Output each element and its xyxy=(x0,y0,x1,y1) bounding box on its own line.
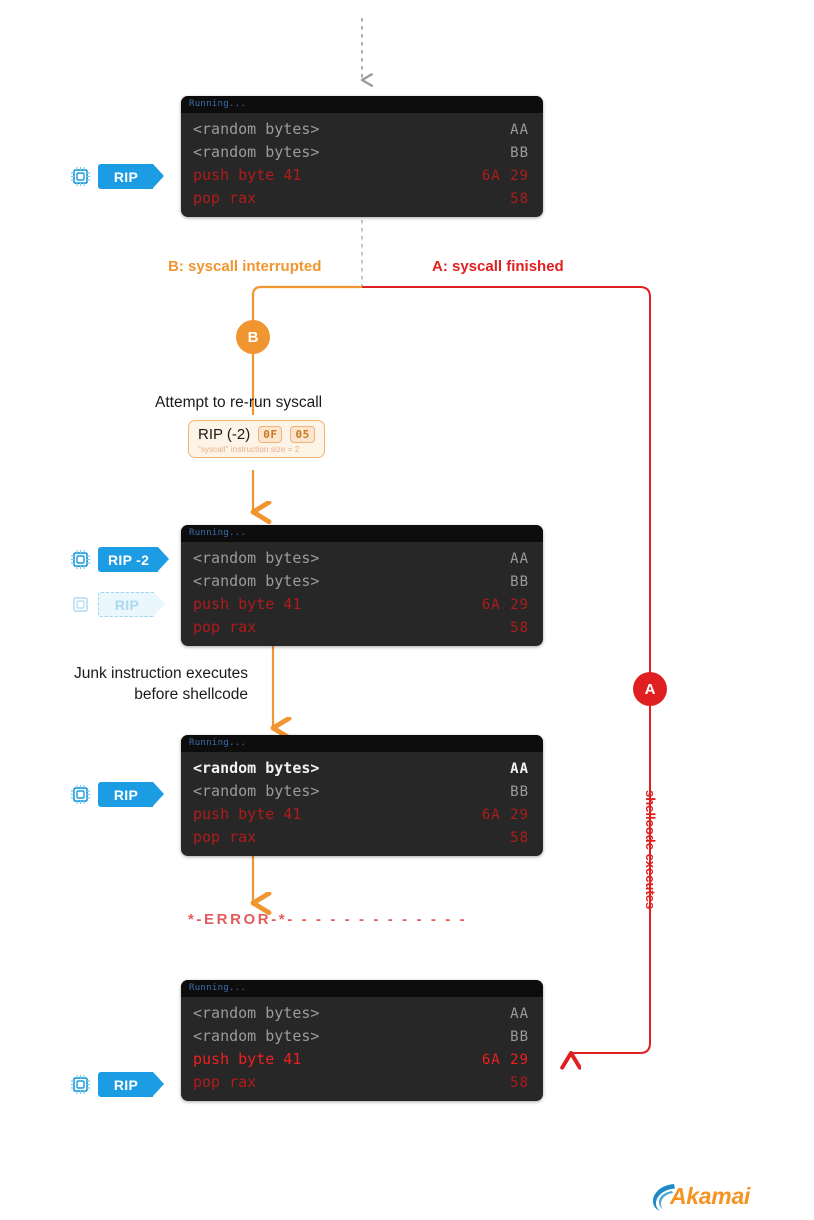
table-row: <random bytes> AA xyxy=(181,757,543,780)
rip-pointer-terminal-3: RIP xyxy=(70,782,164,807)
code-cell: <random bytes> xyxy=(193,1027,320,1045)
hex-cell: 58 xyxy=(510,620,529,636)
table-row: <random bytes> AA xyxy=(181,1002,543,1025)
rip-pointer-terminal-4: RIP xyxy=(70,1072,164,1097)
hex-cell: AA xyxy=(510,761,529,777)
note-rerun-syscall: Attempt to re-run syscall xyxy=(155,394,323,411)
code-cell: push byte 41 xyxy=(193,595,302,613)
hex-byte-1: 05 xyxy=(290,426,315,443)
table-row: pop rax 58 xyxy=(181,187,543,210)
hex-cell: BB xyxy=(510,784,529,800)
terminal-3-body: <random bytes> AA <random bytes> BB push… xyxy=(181,752,543,856)
hex-cell: 58 xyxy=(510,1075,529,1091)
cpu-chip-icon xyxy=(70,549,91,570)
terminal-1-body: <random bytes> AA <random bytes> BB push… xyxy=(181,113,543,217)
rip-pointer-terminal-2: RIP -2 xyxy=(70,547,170,572)
table-row: push byte 41 6A 29 xyxy=(181,803,543,826)
code-cell: <random bytes> xyxy=(193,120,320,138)
table-row: <random bytes> AA xyxy=(181,547,543,570)
note-junk-line2: before shellcode xyxy=(134,686,248,703)
hex-cell: AA xyxy=(510,551,529,567)
code-cell: <random bytes> xyxy=(193,572,320,590)
code-cell: <random bytes> xyxy=(193,549,320,567)
marker-a: A xyxy=(633,672,667,706)
terminal-window-2: Running... <random bytes> AA <random byt… xyxy=(181,525,543,646)
rip-badge: RIP xyxy=(98,164,164,189)
rip-callout-row: RIP (-2) 0F 05 xyxy=(198,426,315,443)
table-row: pop rax 58 xyxy=(181,616,543,639)
hex-cell: AA xyxy=(510,122,529,138)
rip-pointer-terminal-1: RIP xyxy=(70,164,164,189)
table-row: push byte 41 6A 29 xyxy=(181,1048,543,1071)
error-line: *-ERROR-*- - - - - - - - - - - - - xyxy=(188,911,468,928)
table-row: push byte 41 6A 29 xyxy=(181,164,543,187)
hex-cell: AA xyxy=(510,1006,529,1022)
table-row: <random bytes> BB xyxy=(181,780,543,803)
hex-byte-0: 0F xyxy=(258,426,283,443)
hex-cell: BB xyxy=(510,574,529,590)
branch-a-path xyxy=(362,286,651,1053)
terminal-1-title: Running... xyxy=(181,96,543,113)
branch-a-label: A: syscall finished xyxy=(432,258,564,275)
code-cell: <random bytes> xyxy=(193,782,320,800)
code-cell: <random bytes> xyxy=(193,759,320,777)
cpu-chip-icon xyxy=(70,784,91,805)
hex-cell: 58 xyxy=(510,191,529,207)
code-cell: pop rax xyxy=(193,189,257,207)
terminal-2-body: <random bytes> AA <random bytes> BB push… xyxy=(181,542,543,646)
table-row: <random bytes> AA xyxy=(181,118,543,141)
cpu-chip-icon xyxy=(70,166,91,187)
code-cell: <random bytes> xyxy=(193,143,320,161)
rip-callout-caption: "syscall" instruction size = 2 xyxy=(198,445,300,454)
terminal-3-title: Running... xyxy=(181,735,543,752)
rip-callout-label: RIP (-2) xyxy=(198,426,251,443)
hex-cell: 6A 29 xyxy=(481,168,529,184)
akamai-logo: Akamai xyxy=(648,1180,758,1214)
hex-cell: 58 xyxy=(510,830,529,846)
table-row: <random bytes> BB xyxy=(181,1025,543,1048)
table-row: <random bytes> BB xyxy=(181,570,543,593)
table-row: pop rax 58 xyxy=(181,1071,543,1094)
hex-cell: 6A 29 xyxy=(481,807,529,823)
table-row: push byte 41 6A 29 xyxy=(181,593,543,616)
rip-minus-2-callout: RIP (-2) 0F 05 "syscall" instruction siz… xyxy=(188,420,325,458)
rip-pointer-terminal-2-ghost: RIP xyxy=(70,592,165,617)
hex-cell: 6A 29 xyxy=(481,1052,529,1068)
table-row: pop rax 58 xyxy=(181,826,543,849)
terminal-window-4: Running... <random bytes> AA <random byt… xyxy=(181,980,543,1101)
hex-cell: BB xyxy=(510,145,529,161)
rip-badge: RIP xyxy=(98,1072,164,1097)
akamai-wordmark: Akamai xyxy=(670,1183,751,1209)
branch-b-label: B: syscall interrupted xyxy=(168,258,322,275)
terminal-4-body: <random bytes> AA <random bytes> BB push… xyxy=(181,997,543,1101)
cpu-chip-icon xyxy=(70,1074,91,1095)
rip-badge: RIP -2 xyxy=(98,547,170,572)
marker-b: B xyxy=(236,320,270,354)
code-cell: pop rax xyxy=(193,828,257,846)
code-cell: pop rax xyxy=(193,1073,257,1091)
code-cell: push byte 41 xyxy=(193,166,302,184)
terminal-4-title: Running... xyxy=(181,980,543,997)
code-cell: pop rax xyxy=(193,618,257,636)
table-row: <random bytes> BB xyxy=(181,141,543,164)
code-cell: push byte 41 xyxy=(193,805,302,823)
hex-cell: 6A 29 xyxy=(481,597,529,613)
hex-cell: BB xyxy=(510,1029,529,1045)
code-cell: <random bytes> xyxy=(193,1004,320,1022)
terminal-2-title: Running... xyxy=(181,525,543,542)
terminal-window-1: Running... <random bytes> AA <random byt… xyxy=(181,96,543,217)
rip-badge: RIP xyxy=(98,782,164,807)
cpu-chip-icon xyxy=(70,594,91,615)
note-junk-line1: Junk instruction executes xyxy=(73,665,248,682)
rip-badge-ghost: RIP xyxy=(98,592,165,617)
code-cell: push byte 41 xyxy=(193,1050,302,1068)
note-junk-instruction: Junk instruction executes before shellco… xyxy=(33,663,248,705)
terminal-window-3: Running... <random bytes> AA <random byt… xyxy=(181,735,543,856)
shellcode-executes-label: shellcode executes xyxy=(643,790,658,910)
